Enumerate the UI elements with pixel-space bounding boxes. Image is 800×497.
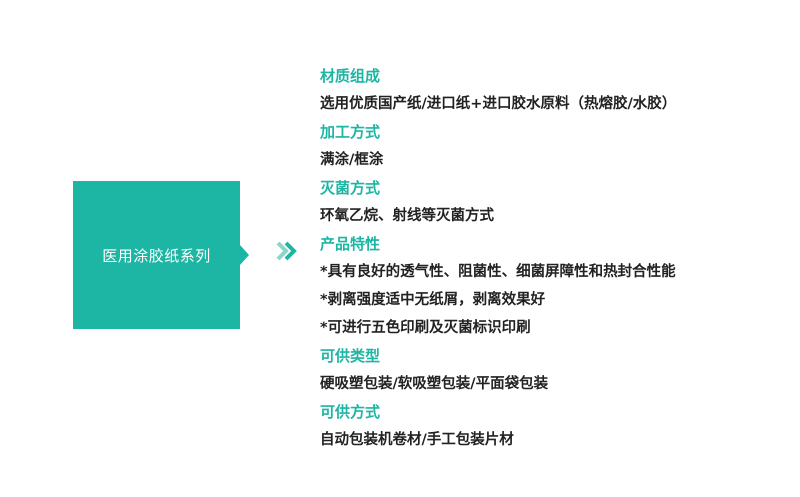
spec-heading-material: 材质组成: [320, 67, 381, 85]
spec-value-sterilization: 环氧乙烷、射线等灭菌方式: [320, 208, 494, 224]
spec-value-feature-3: *可进行五色印刷及灭菌标识印刷: [320, 320, 531, 336]
spec-value-material: 选用优质国产纸/进口纸+进口胶水原料（热熔胶/水胶）: [320, 96, 677, 112]
category-card[interactable]: 医用涂胶纸系列: [73, 181, 249, 329]
spec-list: 材质组成 选用优质国产纸/进口纸+进口胶水原料（热熔胶/水胶） 加工方式 满涂/…: [320, 62, 790, 454]
spec-value-processing: 满涂/框涂: [320, 152, 384, 168]
spec-heading-features: 产品特性: [320, 235, 381, 253]
double-chevron-right-icon: [276, 241, 297, 261]
spec-value-supply: 自动包装机卷材/手工包装片材: [320, 432, 514, 448]
category-title: 医用涂胶纸系列: [102, 246, 211, 265]
spec-heading-processing: 加工方式: [320, 123, 381, 141]
spec-heading-types: 可供类型: [320, 347, 381, 365]
spec-heading-sterilization: 灭菌方式: [320, 179, 381, 197]
spec-value-feature-2: *剥离强度适中无纸屑，剥离效果好: [320, 292, 546, 308]
spec-value-feature-1: *具有良好的透气性、阻菌性、细菌屏障性和热封合性能: [320, 264, 676, 280]
spec-value-types: 硬吸塑包装/软吸塑包装/平面袋包装: [320, 376, 549, 392]
spec-heading-supply: 可供方式: [320, 403, 381, 421]
